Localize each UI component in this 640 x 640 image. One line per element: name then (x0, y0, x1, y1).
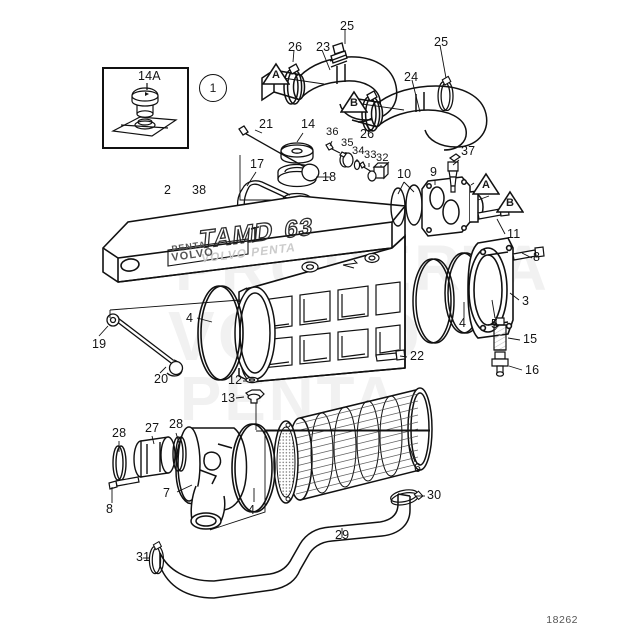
callout-12: 12 (228, 373, 243, 387)
callout-23: 23 (316, 40, 331, 54)
callout-38: 38 (192, 183, 207, 197)
callout-34: 34 (352, 145, 365, 157)
leader-lines-right (397, 159, 533, 319)
sensor-37 (447, 153, 462, 193)
drain-valve-15 (493, 317, 507, 351)
callout-28-left: 28 (112, 426, 127, 440)
hose-clamp-25-top-right (437, 75, 454, 112)
callout-18: 18 (322, 170, 337, 184)
callout-16: 16 (525, 363, 540, 377)
note-circle-1: 1 (199, 74, 227, 102)
fittings-32-36 (325, 142, 390, 182)
sleeve-27 (133, 436, 176, 478)
callout-36: 36 (326, 126, 339, 138)
callout-21: 21 (259, 117, 274, 131)
lower-hose-29 (159, 493, 411, 599)
filler-cap-14 (280, 142, 314, 164)
callout-17: 17 (250, 157, 265, 171)
dipstick-21 (238, 125, 320, 182)
leader-lines-valve (507, 337, 523, 371)
nut-13 (244, 389, 265, 404)
charge-air-cooler-cover-2 (102, 195, 406, 283)
bolt-22 (375, 349, 406, 362)
callout-19: 19 (92, 337, 107, 351)
callout-7: 7 (163, 486, 171, 500)
callout-8-left: 8 (106, 502, 114, 516)
core-tube-bands (310, 395, 403, 494)
drawing-number: 18262 (546, 614, 578, 626)
callout-37: 37 (461, 144, 476, 158)
warning-triangle-b-1: B (339, 90, 369, 114)
callout-6: 6 (414, 461, 422, 475)
warning-triangle-label: B (350, 97, 358, 109)
warning-triangle-label: B (506, 197, 514, 209)
callout-33: 33 (364, 149, 377, 161)
svg-text:63: 63 (284, 213, 315, 244)
intake-elbow-9 (421, 176, 484, 237)
hose-clamp-30 (388, 486, 425, 508)
callout-14: 14 (301, 117, 316, 131)
leader-lines-left (98, 299, 241, 374)
callout-4-lower: 4 (248, 503, 256, 517)
callout-9: 9 (430, 165, 438, 179)
svg-text:PENTA: PENTA (171, 239, 207, 254)
callout-10: 10 (397, 167, 412, 181)
end-housing-7 (175, 426, 248, 530)
bolt-8-right (512, 246, 545, 261)
callout-3: 3 (522, 294, 530, 308)
tie-rod-20 (106, 313, 184, 377)
cover-name-plate-38 (167, 238, 249, 267)
housing-bosses (301, 252, 380, 273)
callout-11: 11 (507, 227, 521, 241)
callout-13: 13 (221, 391, 236, 405)
callout-4-front: 4 (186, 311, 194, 325)
hose-clamp-25-top-left (329, 42, 348, 68)
callout-29: 29 (335, 528, 350, 542)
callout-30: 30 (427, 488, 442, 502)
callout-4-rear: 4 (459, 316, 467, 330)
leader-line-core (408, 444, 416, 463)
callout-2: 2 (164, 183, 172, 197)
callout-8-right: 8 (533, 250, 541, 264)
inset-box-14a (102, 67, 189, 149)
warning-triangle-label: A (482, 179, 490, 191)
callout-26-a: 26 (288, 40, 303, 54)
o-ring-28-right (172, 436, 187, 472)
o-ring-28-left (112, 445, 127, 481)
callout-26-b: 26 (360, 127, 375, 141)
warning-triangle-label: A (272, 69, 280, 81)
callout-15: 15 (523, 332, 538, 346)
callout-25-a: 25 (340, 19, 355, 33)
plug-16 (491, 351, 509, 377)
o-ring-4-mid (231, 423, 276, 513)
brand-plate-text: VOLVO PENTA (171, 239, 215, 264)
callout-32: 32 (376, 152, 389, 164)
callout-14a-inset: 14A (138, 69, 161, 83)
callout-25-b: 25 (434, 35, 449, 49)
end-cover-3 (467, 237, 514, 339)
o-ring-4-front (197, 285, 244, 381)
leader-lines-endhousing (111, 429, 430, 531)
callout-22: 22 (410, 349, 425, 363)
warning-triangle-b-2: B (495, 190, 525, 214)
leader-lines-lowerhose (143, 495, 425, 559)
washer-12 (245, 376, 259, 384)
core-endplate-mesh (273, 420, 299, 504)
callout-31: 31 (136, 550, 151, 564)
callout-24: 24 (404, 70, 419, 84)
callout-5: 5 (491, 317, 499, 331)
bolt-8-left (108, 476, 140, 490)
callout-20: 20 (154, 372, 169, 386)
warning-triangle-a-2: A (471, 172, 501, 196)
callout-27: 27 (145, 421, 160, 435)
warning-triangle-a-1: A (261, 62, 291, 86)
leader-lines-top (282, 30, 447, 133)
callout-35: 35 (341, 137, 354, 149)
callout-28-right: 28 (169, 417, 184, 431)
svg-text:VOLVO: VOLVO (171, 246, 215, 264)
